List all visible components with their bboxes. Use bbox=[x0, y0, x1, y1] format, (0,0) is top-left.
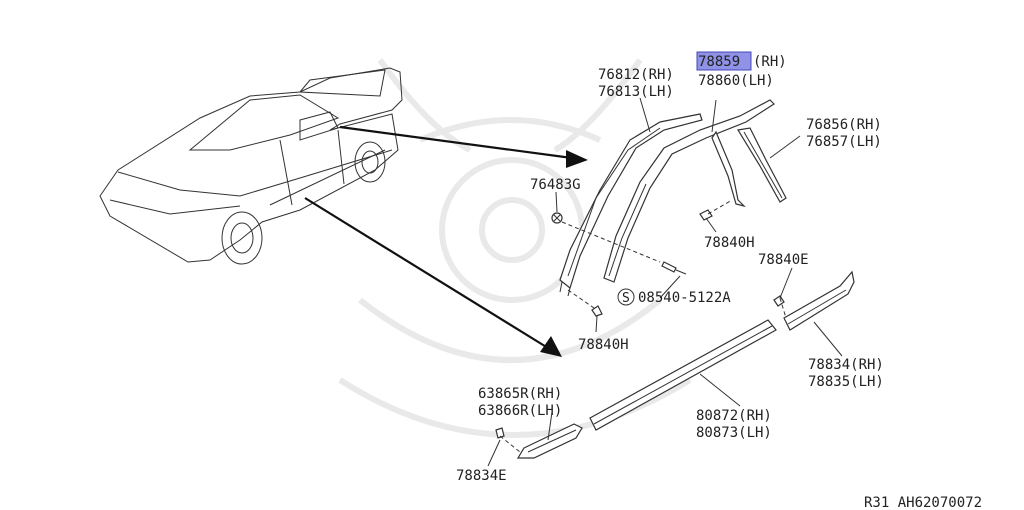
pillar-strip bbox=[737, 127, 787, 203]
label-76483g[interactable]: 76483G bbox=[530, 177, 581, 193]
clip-78840e bbox=[773, 295, 785, 307]
label-76813[interactable]: 76813(LH) bbox=[598, 84, 674, 100]
label-80873[interactable]: 80873(LH) bbox=[696, 425, 772, 441]
label-78834[interactable]: 78834(RH) bbox=[808, 357, 884, 373]
assembly-lines bbox=[499, 199, 787, 453]
rear-protector bbox=[783, 270, 855, 331]
clip-78840h-bottom bbox=[591, 305, 603, 317]
door-sash-moulding bbox=[559, 113, 703, 297]
label-78834e[interactable]: 78834E bbox=[456, 468, 507, 484]
clip-78840h-top bbox=[699, 209, 713, 221]
label-76856[interactable]: 76856(RH) bbox=[806, 117, 882, 133]
window-moulding bbox=[603, 99, 775, 283]
leader-lines bbox=[487, 97, 843, 467]
part-number-highlight[interactable] bbox=[696, 51, 752, 71]
label-76812[interactable]: 76812(RH) bbox=[598, 67, 674, 83]
label-78840h-top[interactable]: 78840H bbox=[704, 235, 755, 251]
label-80872[interactable]: 80872(RH) bbox=[696, 408, 772, 424]
label-08540[interactable]: 08540-5122A bbox=[638, 290, 731, 306]
footer-code: R31 AH62070072 bbox=[864, 495, 982, 510]
watermark-emblem bbox=[338, 58, 692, 438]
label-78840e[interactable]: 78840E bbox=[758, 252, 809, 268]
label-76857[interactable]: 76857(LH) bbox=[806, 134, 882, 150]
label-78859[interactable]: 78859 bbox=[698, 54, 740, 70]
callout-arrows bbox=[304, 125, 588, 357]
label-63866r[interactable]: 63866R(LH) bbox=[478, 403, 562, 419]
label-63865r[interactable]: 63865R(RH) bbox=[478, 386, 562, 402]
label-78860[interactable]: 78860(LH) bbox=[698, 73, 774, 89]
side-sill-moulding bbox=[589, 319, 777, 431]
screw-08540 bbox=[661, 261, 687, 275]
front-protector bbox=[516, 423, 583, 459]
part-labels: 76812(RH) 76813(LH) 78859 (RH) 78860(LH)… bbox=[456, 54, 982, 510]
label-78859-side: (RH) bbox=[753, 54, 787, 70]
clip-76483g bbox=[551, 212, 563, 224]
s-mark-circle bbox=[617, 288, 635, 306]
clip-78834e bbox=[495, 427, 505, 439]
label-78840h-bottom[interactable]: 78840H bbox=[578, 337, 629, 353]
car-illustration bbox=[99, 67, 403, 265]
label-78835[interactable]: 78835(LH) bbox=[808, 374, 884, 390]
s-mark: S bbox=[622, 291, 630, 306]
